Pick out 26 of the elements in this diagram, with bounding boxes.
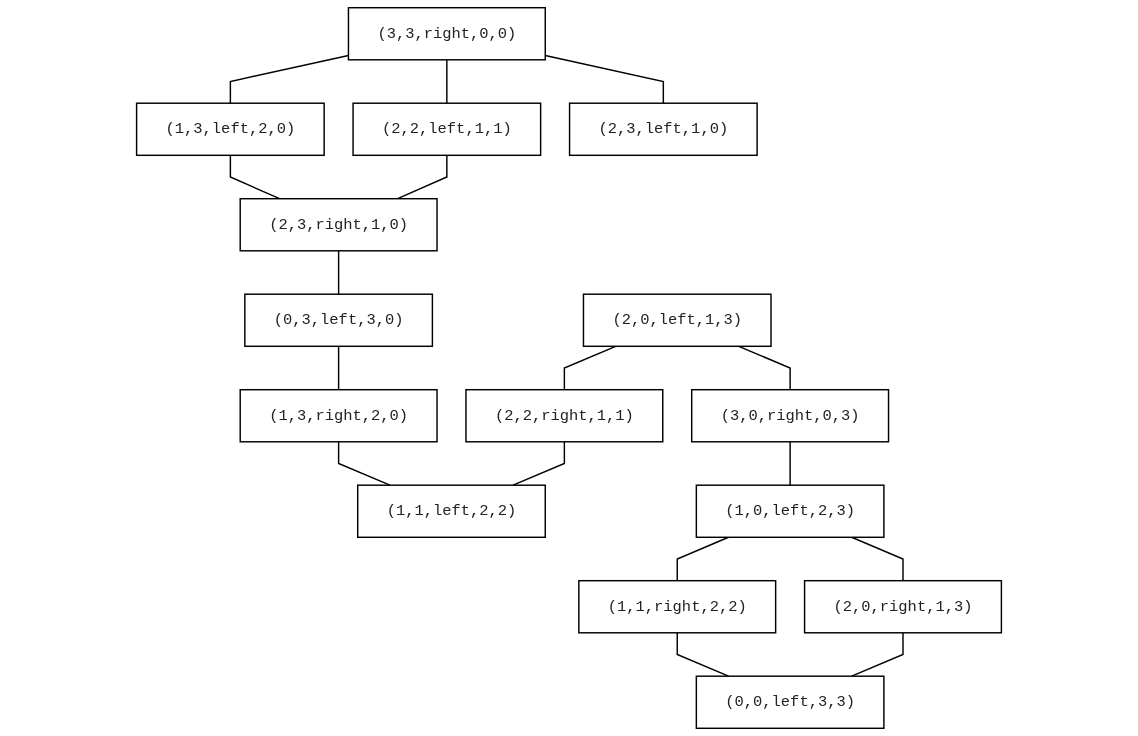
node-box: (2,2,right,1,1): [465, 388, 664, 443]
connector: [446, 59, 448, 104]
node-box: (1,3,right,2,0): [239, 388, 438, 443]
connector: [396, 154, 448, 200]
node-box: (2,0,right,1,3): [803, 579, 1003, 634]
connector: [337, 345, 340, 391]
connector: [337, 250, 340, 295]
connector: [676, 536, 730, 582]
connector: [563, 345, 617, 391]
node-box: (1,1,right,2,2): [578, 579, 777, 634]
node-box: (3,0,right,0,3): [691, 388, 890, 443]
node-box: (2,0,left,1,3): [582, 293, 772, 348]
connector: [337, 441, 391, 486]
node-box: (1,0,left,2,3): [695, 484, 885, 538]
connector: [512, 441, 566, 486]
connector: [789, 441, 791, 486]
node-box: (1,3,left,2,0): [135, 102, 325, 157]
node-box: (2,3,right,1,0): [239, 198, 438, 252]
node-box: (1,1,left,2,2): [357, 484, 546, 538]
node-box: (0,0,left,3,3): [695, 675, 885, 729]
node-box: (3,3,right,0,0): [347, 7, 546, 61]
connector: [229, 154, 281, 200]
node-box: (2,2,left,1,1): [352, 102, 542, 157]
node-box: (0,3,left,3,0): [244, 293, 434, 348]
node-box: (2,3,left,1,0): [568, 102, 758, 157]
connector: [738, 345, 791, 391]
